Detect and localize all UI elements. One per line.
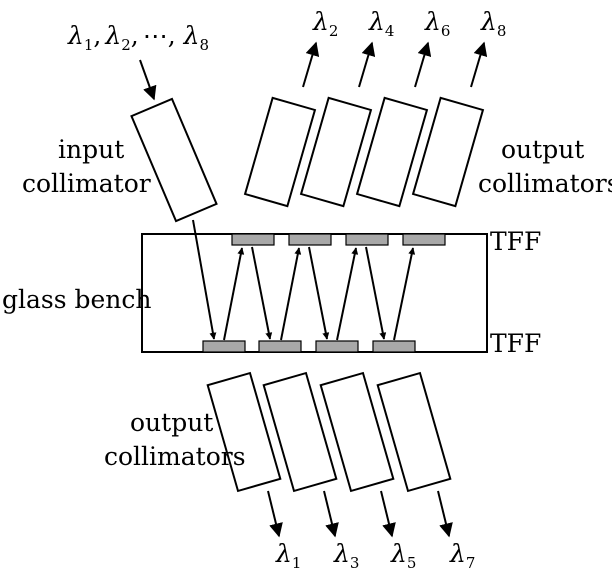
bottom-output-wavelength-label: λ3 <box>333 539 359 572</box>
top-output-arrow <box>414 41 432 88</box>
input-beam-arrow <box>139 59 157 101</box>
input-collimator-label-line1: input <box>58 135 124 164</box>
tff-filter <box>372 340 416 353</box>
top-output-collimators-label-line1: output <box>501 135 584 164</box>
top-output-collimator <box>411 96 485 208</box>
tff-filter <box>345 233 389 246</box>
top-output-collimators-label-line2: collimators <box>478 169 612 198</box>
bottom-output-arrow <box>380 490 396 538</box>
bottom-output-wavelength-label: λ1 <box>275 539 301 572</box>
tff-filter <box>202 340 246 353</box>
light-path-zigzag <box>192 219 416 341</box>
bottom-output-collimator <box>319 371 395 493</box>
bottom-output-collimators-label-line2: collimators <box>104 442 246 471</box>
tff-filter <box>288 233 332 246</box>
bottom-output-arrow <box>437 490 453 538</box>
bottom-output-collimators-label-line1: output <box>130 408 213 437</box>
bottom-output-wavelength-label: λ5 <box>390 539 416 572</box>
tff-bottom-label: TFF <box>490 329 541 358</box>
bottom-output-collimator <box>376 371 452 493</box>
top-output-arrow <box>358 41 376 88</box>
tff-filter <box>231 233 275 246</box>
top-output-wavelength-label: λ8 <box>480 7 506 40</box>
tff-top-label: TFF <box>490 227 541 256</box>
top-output-wavelength-label: λ2 <box>312 7 338 40</box>
bottom-output-arrow <box>267 490 283 538</box>
top-output-collimator <box>299 96 373 208</box>
input-collimator <box>130 97 218 223</box>
tff-filter <box>315 340 359 353</box>
input-wavelengths-label: λ1,λ2,⋯, λ8 <box>67 21 209 54</box>
tff-filter <box>258 340 302 353</box>
top-output-arrow <box>302 41 320 88</box>
top-output-collimator <box>243 96 317 208</box>
top-output-wavelength-label: λ6 <box>424 7 450 40</box>
top-output-arrow <box>470 41 488 88</box>
input-collimator-label-line2: collimator <box>22 169 151 198</box>
bottom-output-arrow <box>323 490 339 538</box>
top-output-collimator <box>355 96 429 208</box>
bottom-output-collimator <box>262 371 338 493</box>
glass-bench <box>141 233 488 353</box>
top-output-wavelength-label: λ4 <box>368 7 394 40</box>
glass-bench-label: glass bench <box>2 285 152 314</box>
tff-filter <box>402 233 446 246</box>
bottom-output-collimator <box>206 371 282 493</box>
bottom-output-wavelength-label: λ7 <box>449 539 475 572</box>
